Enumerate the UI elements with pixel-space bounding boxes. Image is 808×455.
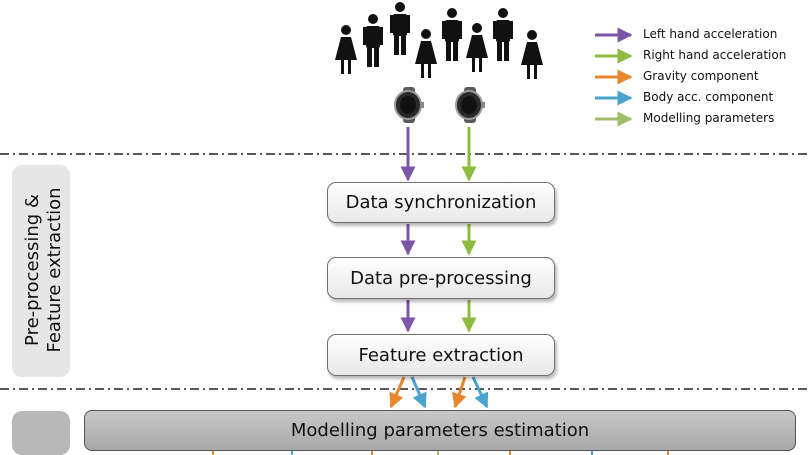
person-male-icon xyxy=(442,8,462,61)
smartwatch-icon xyxy=(394,87,424,123)
person-male-icon xyxy=(390,2,410,55)
section-label: Pre-processing & Feature extraction xyxy=(22,187,66,352)
data-synchronization-box: Data synchronization xyxy=(327,182,555,223)
legend-label-modelling: Modelling parameters xyxy=(643,111,775,125)
section-label-line-1: Pre-processing & xyxy=(22,194,43,346)
modelling-parameters-estimation-box: Modelling parameters estimation xyxy=(84,410,796,451)
section-label-panel xyxy=(12,165,70,377)
data-preprocessing-box: Data pre-processing xyxy=(327,257,555,299)
person-male-icon xyxy=(493,8,513,61)
person-female-icon xyxy=(466,23,488,72)
person-female-icon xyxy=(521,30,543,79)
feature-extraction-box: Feature extraction xyxy=(327,334,555,376)
body-acc-arrow xyxy=(410,376,427,409)
person-female-icon xyxy=(415,29,437,78)
legend-swatches xyxy=(595,27,633,127)
section-label-line-2: Feature extraction xyxy=(44,187,65,353)
people-group-icon xyxy=(335,2,543,79)
body-acc-arrow xyxy=(471,376,489,409)
legend-label-right-hand: Right hand acceleration xyxy=(643,48,787,62)
smartwatch-icon xyxy=(455,87,485,123)
person-female-icon xyxy=(335,25,357,74)
legend-label-left-hand: Left hand acceleration xyxy=(643,27,778,41)
gravity-component-arrow xyxy=(389,376,406,409)
gravity-component-arrow xyxy=(452,376,467,409)
legend-label-body-acc: Body acc. component xyxy=(643,90,774,104)
section-label-panel-lower xyxy=(12,411,70,455)
legend-label-gravity: Gravity component xyxy=(643,69,759,83)
person-male-icon xyxy=(363,14,383,67)
